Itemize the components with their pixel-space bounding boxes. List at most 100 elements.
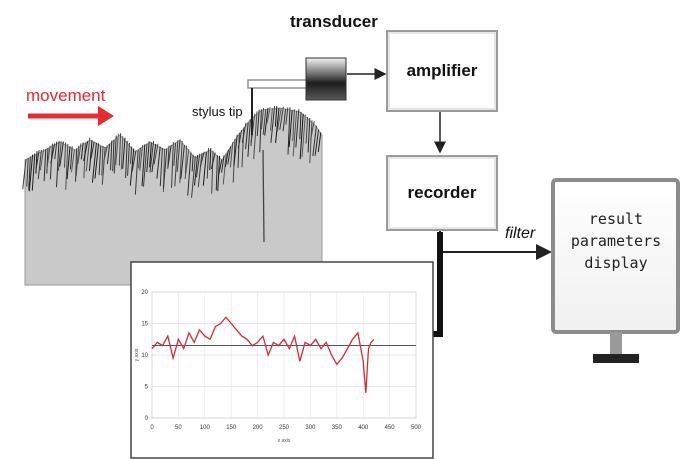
surface-roughness-stroke	[314, 129, 320, 156]
surface-roughness-stroke	[162, 148, 168, 189]
transducer-label: transducer	[290, 12, 378, 31]
surface-roughness-stroke	[55, 141, 60, 188]
surface-roughness-stroke	[173, 142, 177, 166]
x-tick-label: 150	[226, 425, 237, 431]
surface-roughness-stroke	[191, 156, 196, 198]
surface-roughness-stroke	[85, 137, 91, 172]
surface-roughness-stroke	[171, 142, 174, 188]
surface-roughness-stroke	[259, 109, 262, 153]
amplifier-box: amplifier	[386, 30, 498, 112]
surface-roughness-stroke	[80, 142, 84, 160]
surface-roughness-stroke	[264, 107, 269, 136]
surface-roughness-stroke	[64, 142, 67, 168]
surface-roughness-stroke	[285, 107, 289, 125]
monitor-line-result: result	[588, 210, 644, 228]
surface-roughness-stroke	[274, 106, 278, 127]
surface-roughness-stroke	[229, 141, 234, 168]
surface-roughness-stroke	[156, 146, 161, 179]
surface-roughness-stroke	[174, 140, 179, 187]
surface-roughness-stroke	[210, 152, 216, 170]
surface-deep-groove	[262, 149, 265, 243]
surface-roughness-stroke	[101, 146, 106, 185]
surface-roughness-stroke	[58, 141, 62, 171]
surface-roughness-stroke	[206, 147, 210, 179]
surface-roughness-stroke	[75, 145, 80, 177]
x-tick-label: 350	[332, 425, 343, 431]
surface-roughness-stroke	[310, 121, 315, 140]
surface-roughness-stroke	[50, 143, 56, 164]
surface-roughness-stroke	[266, 107, 271, 124]
surface-roughness-stroke	[75, 148, 78, 182]
surface-roughness-stroke	[88, 140, 93, 171]
surface-roughness-stroke	[222, 153, 227, 185]
surface-roughness-stroke	[77, 143, 82, 165]
surface-roughness-stroke	[112, 139, 115, 172]
x-tick-label: 50	[175, 425, 182, 431]
surface-roughness-stroke	[101, 145, 104, 176]
x-axis-label: x axis	[278, 438, 291, 444]
surface-roughness-stroke	[247, 119, 251, 157]
surface-roughness-stroke	[130, 146, 133, 164]
surface-roughness-stroke	[187, 152, 192, 196]
surface-roughness-stroke	[179, 141, 183, 184]
recorder-label: recorder	[407, 183, 477, 202]
surface-roughness-stroke	[180, 144, 185, 179]
surface-roughness-stroke	[113, 135, 117, 174]
surface-roughness-stroke	[245, 122, 249, 150]
surface-roughness-stroke	[199, 151, 205, 168]
surface-roughness-stroke	[262, 109, 267, 135]
surface-roughness-stroke	[37, 149, 42, 180]
surface-roughness-stroke	[149, 142, 152, 168]
surface-roughness-stroke	[209, 148, 212, 171]
surface-roughness-stroke	[98, 145, 102, 176]
surface-roughness-stroke	[127, 142, 130, 176]
surface-roughness-stroke	[305, 116, 309, 144]
surface-roughness-stroke	[197, 152, 203, 188]
surface-roughness-stroke	[224, 149, 229, 167]
surface-roughness-stroke	[215, 155, 218, 191]
x-tick-label: 250	[279, 425, 290, 431]
surface-roughness-stroke	[122, 137, 126, 169]
surface-roughness-stroke	[288, 110, 293, 148]
surface-roughness-stroke	[153, 143, 159, 165]
transducer-icon	[305, 57, 347, 101]
surface-roughness-stroke	[253, 111, 258, 160]
surface-roughness-stroke	[90, 141, 95, 159]
surface-roughness-stroke	[184, 149, 190, 180]
surface-roughness-stroke	[317, 132, 322, 153]
surface-roughness-stroke	[28, 154, 34, 192]
y-axis-label: y axis	[134, 348, 140, 361]
surface-block	[24, 107, 323, 286]
surface-roughness-stroke	[307, 118, 311, 153]
surface-roughness-stroke	[301, 114, 306, 158]
surface-roughness-stroke	[221, 155, 225, 173]
monitor-screen-text: result parameters display	[561, 208, 671, 274]
surface-roughness-stroke	[83, 141, 89, 162]
surface-roughness-stroke	[312, 125, 317, 157]
x-tick-label: 450	[385, 425, 396, 431]
surface-roughness-stroke	[46, 145, 51, 169]
surface-roughness-stroke	[54, 141, 58, 160]
surface-roughness-stroke	[139, 145, 144, 171]
surface-roughness-stroke	[103, 145, 108, 163]
surface-roughness-stroke	[134, 149, 139, 195]
surface-roughness-stroke	[227, 146, 232, 165]
stylus-tip-label: stylus tip	[192, 104, 243, 119]
surface-roughness-stroke	[69, 146, 73, 170]
surface-roughness-stroke	[39, 149, 45, 171]
filter-label: filter	[505, 225, 536, 242]
surface-roughness-stroke	[184, 145, 188, 175]
surface-roughness-stroke	[138, 147, 141, 169]
surface-roughness-stroke	[151, 143, 157, 173]
x-tick-label: 200	[253, 425, 264, 431]
surface-roughness-stroke	[237, 129, 243, 149]
surface-roughness-stroke	[275, 108, 280, 144]
surface-roughness-stroke	[191, 154, 194, 172]
surface-roughness-stroke	[35, 149, 40, 171]
monitor-icon	[551, 178, 680, 363]
amplifier-label: amplifier	[406, 61, 478, 80]
monitor-line-parameters: parameters	[570, 232, 662, 250]
surface-roughness-stroke	[299, 111, 302, 140]
